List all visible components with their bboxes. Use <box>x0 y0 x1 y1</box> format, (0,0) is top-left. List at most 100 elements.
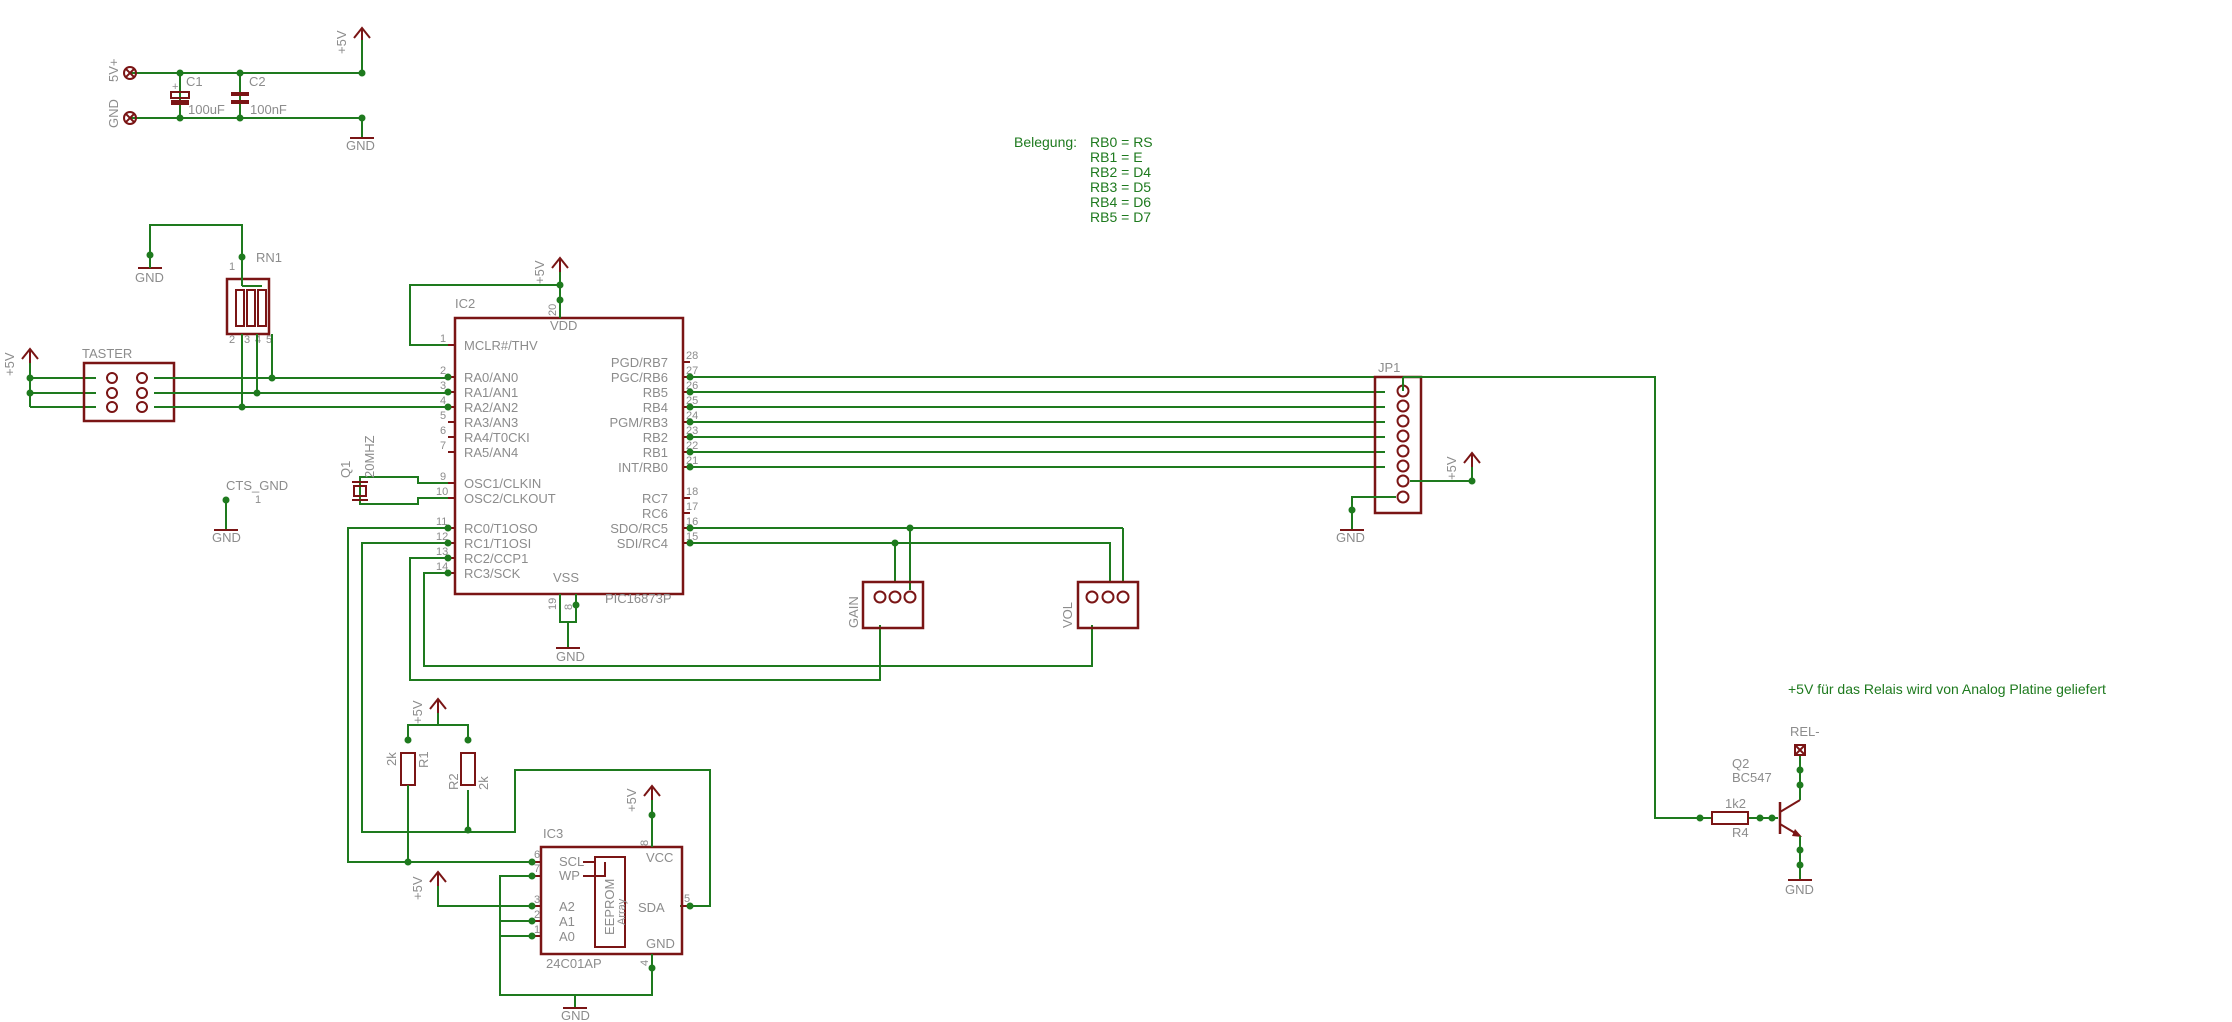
svg-text:Array: Array <box>616 898 628 925</box>
svg-text:3: 3 <box>244 334 250 346</box>
svg-text:RA2/AN2: RA2/AN2 <box>464 400 518 415</box>
svg-text:RB2: RB2 <box>643 430 668 445</box>
r4-value: 1k2 <box>1725 796 1746 811</box>
svg-text:6: 6 <box>440 425 446 437</box>
svg-text:GND: GND <box>561 1008 590 1022</box>
svg-text:8: 8 <box>563 604 575 610</box>
rc-bus <box>409 524 1124 681</box>
transistor-q2 <box>1778 799 1802 837</box>
relay-driver: 1k2 R4 Q2 BC547 GND REL- <box>1696 724 1820 897</box>
svg-text:CTS_GND: CTS_GND <box>226 478 288 493</box>
svg-text:3: 3 <box>534 894 540 906</box>
svg-text:1: 1 <box>255 494 261 506</box>
svg-text:VDD: VDD <box>550 318 577 333</box>
svg-text:17: 17 <box>686 501 698 513</box>
svg-text:GND: GND <box>346 138 375 153</box>
svg-text:EEPROM: EEPROM <box>602 879 617 935</box>
svg-text:2: 2 <box>229 334 235 346</box>
svg-text:RB5: RB5 <box>643 385 668 400</box>
svg-text:GND: GND <box>135 270 164 285</box>
ic2-name: IC2 <box>455 296 475 311</box>
svg-text:GND: GND <box>646 936 675 951</box>
supply-5v-label: 5V+ <box>106 59 121 83</box>
q1-name: Q1 <box>338 461 353 478</box>
c2-value: 100nF <box>250 102 287 117</box>
crystal-q1: Q1 20MHZ <box>338 435 448 505</box>
c2-name: C2 <box>249 74 266 89</box>
svg-text:4: 4 <box>255 334 261 346</box>
svg-text:VCC: VCC <box>646 850 673 865</box>
svg-text:GND: GND <box>212 530 241 545</box>
svg-text:RC1/T1OSI: RC1/T1OSI <box>464 536 531 551</box>
svg-text:WP: WP <box>559 868 580 883</box>
svg-text:GND: GND <box>556 649 585 664</box>
svg-text:PGD/RB7: PGD/RB7 <box>611 355 668 370</box>
svg-text:5: 5 <box>440 410 446 422</box>
supply-section: 5V+ GND + C1 100uF C2 100nF +5V GND <box>106 26 375 153</box>
svg-text:+5V: +5V <box>410 876 425 900</box>
relay-pad <box>1794 744 1806 756</box>
svg-text:2: 2 <box>534 909 540 921</box>
svg-text:RB4: RB4 <box>643 400 668 415</box>
svg-text:+5V: +5V <box>334 30 349 54</box>
svg-text:RC2/CCP1: RC2/CCP1 <box>464 551 528 566</box>
belegung-line-1: RB0 = RS <box>1090 134 1153 150</box>
svg-text:10: 10 <box>436 486 448 498</box>
svg-text:13: 13 <box>436 546 448 558</box>
belegung-line-6: RB5 = D7 <box>1090 209 1151 225</box>
svg-text:20: 20 <box>547 304 559 316</box>
ic3-name: IC3 <box>543 826 563 841</box>
svg-text:SDA: SDA <box>638 900 665 915</box>
svg-text:4: 4 <box>440 395 446 407</box>
c1-name: C1 <box>186 74 203 89</box>
q2-name: Q2 <box>1732 756 1749 771</box>
q1-value: 20MHZ <box>362 435 377 478</box>
power-5v-symbol-jp1: +5V <box>1444 451 1481 480</box>
r1-name: R1 <box>416 751 431 768</box>
svg-text:+5V: +5V <box>2 352 17 376</box>
belegung-line-2: RB1 = E <box>1090 149 1143 165</box>
belegung-line-4: RB3 = D5 <box>1090 179 1151 195</box>
potentiometer-gain: GAIN <box>846 580 925 630</box>
taster-name: TASTER <box>82 346 132 361</box>
r2-value: 2k <box>476 776 491 790</box>
svg-text:6: 6 <box>534 849 540 861</box>
resistor-network-rn1: GND 1 RN1 2 3 4 5 <box>135 224 282 407</box>
svg-text:12: 12 <box>436 531 448 543</box>
svg-text:RA5/AN4: RA5/AN4 <box>464 445 518 460</box>
svg-text:RA3/AN3: RA3/AN3 <box>464 415 518 430</box>
svg-text:14: 14 <box>436 561 448 573</box>
svg-text:1: 1 <box>534 924 540 936</box>
power-5v-symbol-ic2: +5V <box>532 256 569 284</box>
svg-text:5: 5 <box>266 334 272 346</box>
svg-text:PGC/RB6: PGC/RB6 <box>611 370 668 385</box>
svg-text:9: 9 <box>440 471 446 483</box>
i2c-wires <box>347 527 711 907</box>
svg-text:18: 18 <box>686 486 698 498</box>
svg-text:28: 28 <box>686 350 698 362</box>
belegung-note: Belegung: RB0 = RS RB1 = E RB2 = D4 RB3 … <box>1014 134 1153 225</box>
cts-gnd-label: CTS_GND 1 GND <box>212 478 288 545</box>
svg-text:SDI/RC4: SDI/RC4 <box>617 536 668 551</box>
capacitor-c1: + <box>170 81 190 105</box>
svg-text:SCL: SCL <box>559 854 584 869</box>
svg-text:OSC1/CLKIN: OSC1/CLKIN <box>464 476 541 491</box>
supply-pad-gnd <box>123 111 137 125</box>
vol-name: VOL <box>1060 602 1075 628</box>
rb-bus <box>686 373 1385 471</box>
r2-name: R2 <box>446 773 461 790</box>
svg-text:RC7: RC7 <box>642 491 668 506</box>
svg-text:RC0/T1OSO: RC0/T1OSO <box>464 521 538 536</box>
power-5v-symbol-r: +5V <box>410 697 447 724</box>
svg-text:RA0/AN0: RA0/AN0 <box>464 370 518 385</box>
svg-text:INT/RB0: INT/RB0 <box>618 460 668 475</box>
svg-text:RB1: RB1 <box>643 445 668 460</box>
svg-text:A1: A1 <box>559 914 575 929</box>
c1-value: 100uF <box>188 102 225 117</box>
capacitor-c2 <box>231 92 249 104</box>
button-connector-taster: +5V TASTER <box>2 346 448 423</box>
svg-text:RC3/SCK: RC3/SCK <box>464 566 521 581</box>
supply-pad-5v <box>123 66 137 80</box>
svg-text:VSS: VSS <box>553 570 579 585</box>
svg-text:OSC2/CLKOUT: OSC2/CLKOUT <box>464 491 556 506</box>
